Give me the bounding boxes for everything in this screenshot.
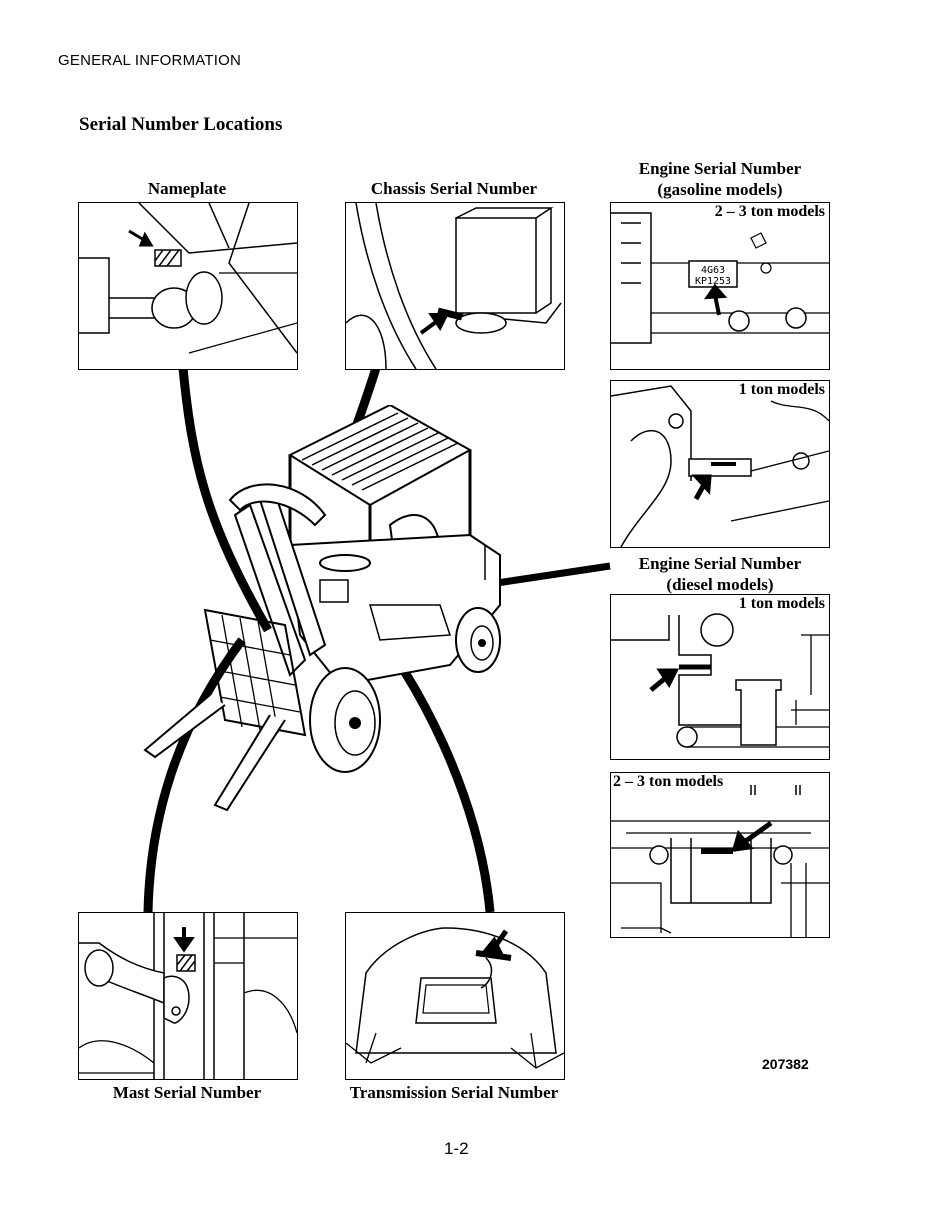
leader-nameplate	[178, 367, 272, 633]
page-number: 1-2	[444, 1139, 469, 1158]
panel-engine-gas-2-3-ton: 4G63 KP1253 2 – 3 ton models	[610, 202, 830, 370]
caption-engine-diesel-line2: (diesel models)	[666, 575, 774, 594]
tag-gas-2-3-ton: 2 – 3 ton models	[712, 203, 827, 221]
caption-mast: Mast Serial Number	[112, 1083, 262, 1102]
engine-plate-line2: KP1253	[695, 276, 731, 287]
tag-diesel-1-ton: 1 ton models	[736, 595, 827, 613]
tag-gas-1-ton: 1 ton models	[736, 381, 827, 399]
engine-plate-line1: 4G63	[701, 265, 725, 276]
caption-engine-gasoline-line1: Engine Serial Number	[638, 159, 802, 178]
panel-engine-diesel-2-3-ton: 2 – 3 ton models	[610, 772, 830, 938]
caption-transmission: Transmission Serial Number	[349, 1083, 559, 1102]
panel-mast	[78, 912, 298, 1080]
panel-engine-diesel-1-ton: 1 ton models	[610, 594, 830, 760]
section-title: Serial Number Locations	[79, 114, 283, 135]
panel-transmission	[345, 912, 565, 1080]
panel-engine-gas-1-ton: 1 ton models	[610, 380, 830, 548]
panel-chassis	[345, 202, 565, 370]
panel-nameplate	[78, 202, 298, 370]
caption-engine-gasoline: Engine Serial Number (gasoline models)	[610, 158, 830, 200]
forklift-illustration	[143, 405, 501, 812]
caption-engine-diesel-line1: Engine Serial Number	[638, 554, 802, 573]
caption-chassis: Chassis Serial Number	[370, 179, 538, 198]
leader-mast	[143, 637, 246, 913]
caption-engine-gasoline-line2: (gasoline models)	[657, 180, 783, 199]
caption-engine-diesel: Engine Serial Number (diesel models)	[610, 553, 830, 595]
tag-diesel-2-3-ton: 2 – 3 ton models	[611, 773, 726, 791]
caption-nameplate: Nameplate	[147, 179, 227, 198]
running-header: GENERAL INFORMATION	[58, 52, 241, 69]
figure-number: 207382	[762, 1056, 809, 1072]
